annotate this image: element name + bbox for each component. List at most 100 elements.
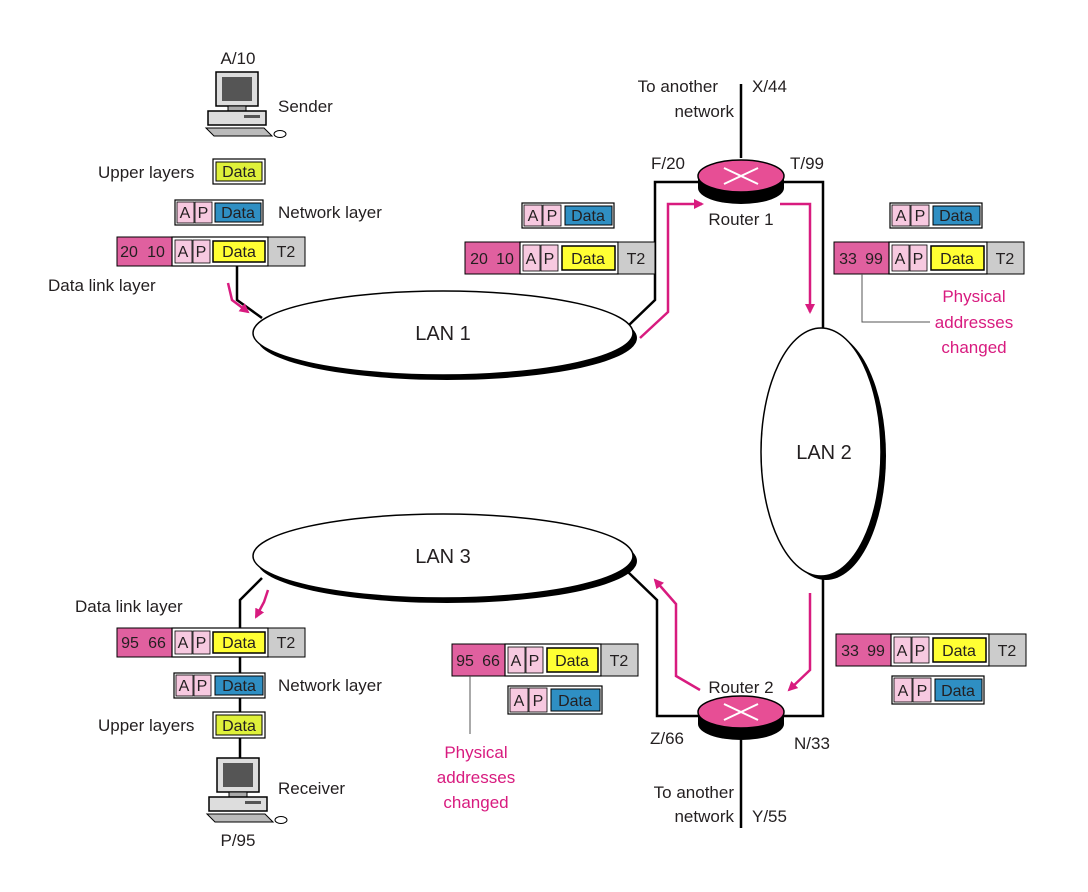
flow-arrows xyxy=(226,199,815,692)
receiver-label: Receiver xyxy=(278,779,345,798)
router1-name: Router 1 xyxy=(708,210,773,229)
sender-label: Sender xyxy=(278,97,333,116)
router2-ext-label-1: To another xyxy=(654,783,735,802)
svg-text:A: A xyxy=(896,208,907,225)
svg-text:P: P xyxy=(196,635,207,652)
router2-iface-right: N/33 xyxy=(794,734,830,753)
svg-text:P: P xyxy=(544,251,555,268)
physical-note-2-line1: Physical xyxy=(444,743,507,762)
lan2-label: LAN 2 xyxy=(796,442,852,464)
router2-cross-icon xyxy=(723,703,759,721)
receiver-address: P/95 xyxy=(221,831,256,850)
arrow-router2-to-lan3 xyxy=(653,578,701,692)
receiver-link xyxy=(238,577,263,758)
receiver-upper-data: Data xyxy=(212,711,266,739)
arrow-sender-to-lan1 xyxy=(226,282,250,314)
svg-text:T2: T2 xyxy=(277,244,296,261)
receiver-frame: 95 66 A P Data T2 xyxy=(116,627,306,658)
svg-text:P: P xyxy=(196,244,207,261)
svg-text:20: 20 xyxy=(470,251,488,268)
svg-text:99: 99 xyxy=(867,643,885,660)
sender-computer-icon xyxy=(204,71,287,138)
receiver-upper-layers-label: Upper layers xyxy=(98,716,194,735)
router2-ext-label-2: network xyxy=(674,807,734,826)
svg-text:Data: Data xyxy=(942,643,976,660)
router2-out-frame: 95 66 A P Data T2 xyxy=(451,643,639,677)
arrow-router1-to-lan2 xyxy=(780,202,815,314)
sender-datalink-label: Data link layer xyxy=(48,276,156,295)
svg-text:Data: Data xyxy=(221,205,255,222)
arrow-lan1-to-router1 xyxy=(639,199,704,339)
svg-text:33: 33 xyxy=(839,251,857,268)
router2-name: Router 2 xyxy=(708,678,773,697)
sender-frame: 20 10 A P Data T2 xyxy=(116,236,306,267)
svg-text:A: A xyxy=(511,653,522,670)
router1-lan2-link xyxy=(778,180,825,334)
svg-text:P: P xyxy=(915,643,926,660)
lan1-label: LAN 1 xyxy=(415,323,471,345)
svg-text:10: 10 xyxy=(496,251,514,268)
router2-in-network-packet: A P Data xyxy=(891,675,985,705)
svg-text:P: P xyxy=(533,693,544,710)
svg-text:Data: Data xyxy=(941,683,975,700)
svg-text:Data: Data xyxy=(558,693,592,710)
router1-external-address: X/44 xyxy=(752,77,787,96)
router2-in-frame: 33 99 A P Data T2 xyxy=(835,633,1027,667)
svg-text:A: A xyxy=(528,208,539,225)
receiver-computer-icon xyxy=(205,757,288,824)
wires xyxy=(235,84,825,828)
router2-iface-left: Z/66 xyxy=(650,729,684,748)
svg-text:T2: T2 xyxy=(277,635,296,652)
lan3-label: LAN 3 xyxy=(415,546,471,568)
sender-address: A/10 xyxy=(221,49,256,68)
router2-lan3-link xyxy=(627,571,704,718)
physical-note-2-line3: changed xyxy=(443,793,508,812)
svg-text:T2: T2 xyxy=(627,251,646,268)
svg-text:P: P xyxy=(547,208,558,225)
svg-text:Data: Data xyxy=(571,251,605,268)
arrow-lan2-to-router2 xyxy=(787,593,812,692)
sender-network-packet: A P Data xyxy=(174,199,264,226)
physical-note-1-line3: changed xyxy=(941,338,1006,357)
svg-text:20: 20 xyxy=(120,244,138,261)
svg-text:A: A xyxy=(895,251,906,268)
svg-text:A: A xyxy=(898,683,909,700)
lan3: LAN 3 xyxy=(252,513,637,603)
physical-callout-line-1 xyxy=(861,274,930,323)
physical-note-2-line2: addresses xyxy=(437,768,515,787)
svg-text:Data: Data xyxy=(222,635,256,652)
svg-text:A: A xyxy=(178,635,189,652)
svg-text:P: P xyxy=(197,678,208,695)
router1-ext-label-1: To another xyxy=(638,77,719,96)
receiver-datalink-label: Data link layer xyxy=(75,597,183,616)
router1-cross-icon xyxy=(723,167,759,185)
lan2: LAN 2 xyxy=(760,327,886,580)
svg-text:Data: Data xyxy=(222,718,256,735)
svg-text:T2: T2 xyxy=(610,653,629,670)
svg-text:A: A xyxy=(179,678,190,695)
sender-upper-data: Data xyxy=(212,158,266,185)
svg-text:A: A xyxy=(180,205,191,222)
physical-note-1-line1: Physical xyxy=(942,287,1005,306)
router1-iface-left: F/20 xyxy=(651,154,685,173)
lan1: LAN 1 xyxy=(252,290,637,380)
router2-external-address: Y/55 xyxy=(752,807,787,826)
svg-text:P: P xyxy=(913,251,924,268)
router2-out-network-packet: A P Data xyxy=(507,685,603,715)
sender-upper-layers-label: Upper layers xyxy=(98,163,194,182)
arrow-lan3-to-receiver xyxy=(254,589,270,619)
svg-text:Data: Data xyxy=(940,251,974,268)
svg-text:Data: Data xyxy=(222,164,256,181)
svg-text:Data: Data xyxy=(555,653,589,670)
svg-text:P: P xyxy=(915,208,926,225)
svg-text:T2: T2 xyxy=(996,251,1015,268)
svg-text:99: 99 xyxy=(865,251,883,268)
svg-text:Data: Data xyxy=(939,208,973,225)
lan1-router1-link xyxy=(627,180,704,327)
svg-text:95: 95 xyxy=(121,635,139,652)
receiver-network-packet: A P Data xyxy=(173,672,266,699)
svg-text:P: P xyxy=(198,205,209,222)
router1-out-network-packet: A P Data xyxy=(889,202,983,229)
svg-text:66: 66 xyxy=(148,635,166,652)
